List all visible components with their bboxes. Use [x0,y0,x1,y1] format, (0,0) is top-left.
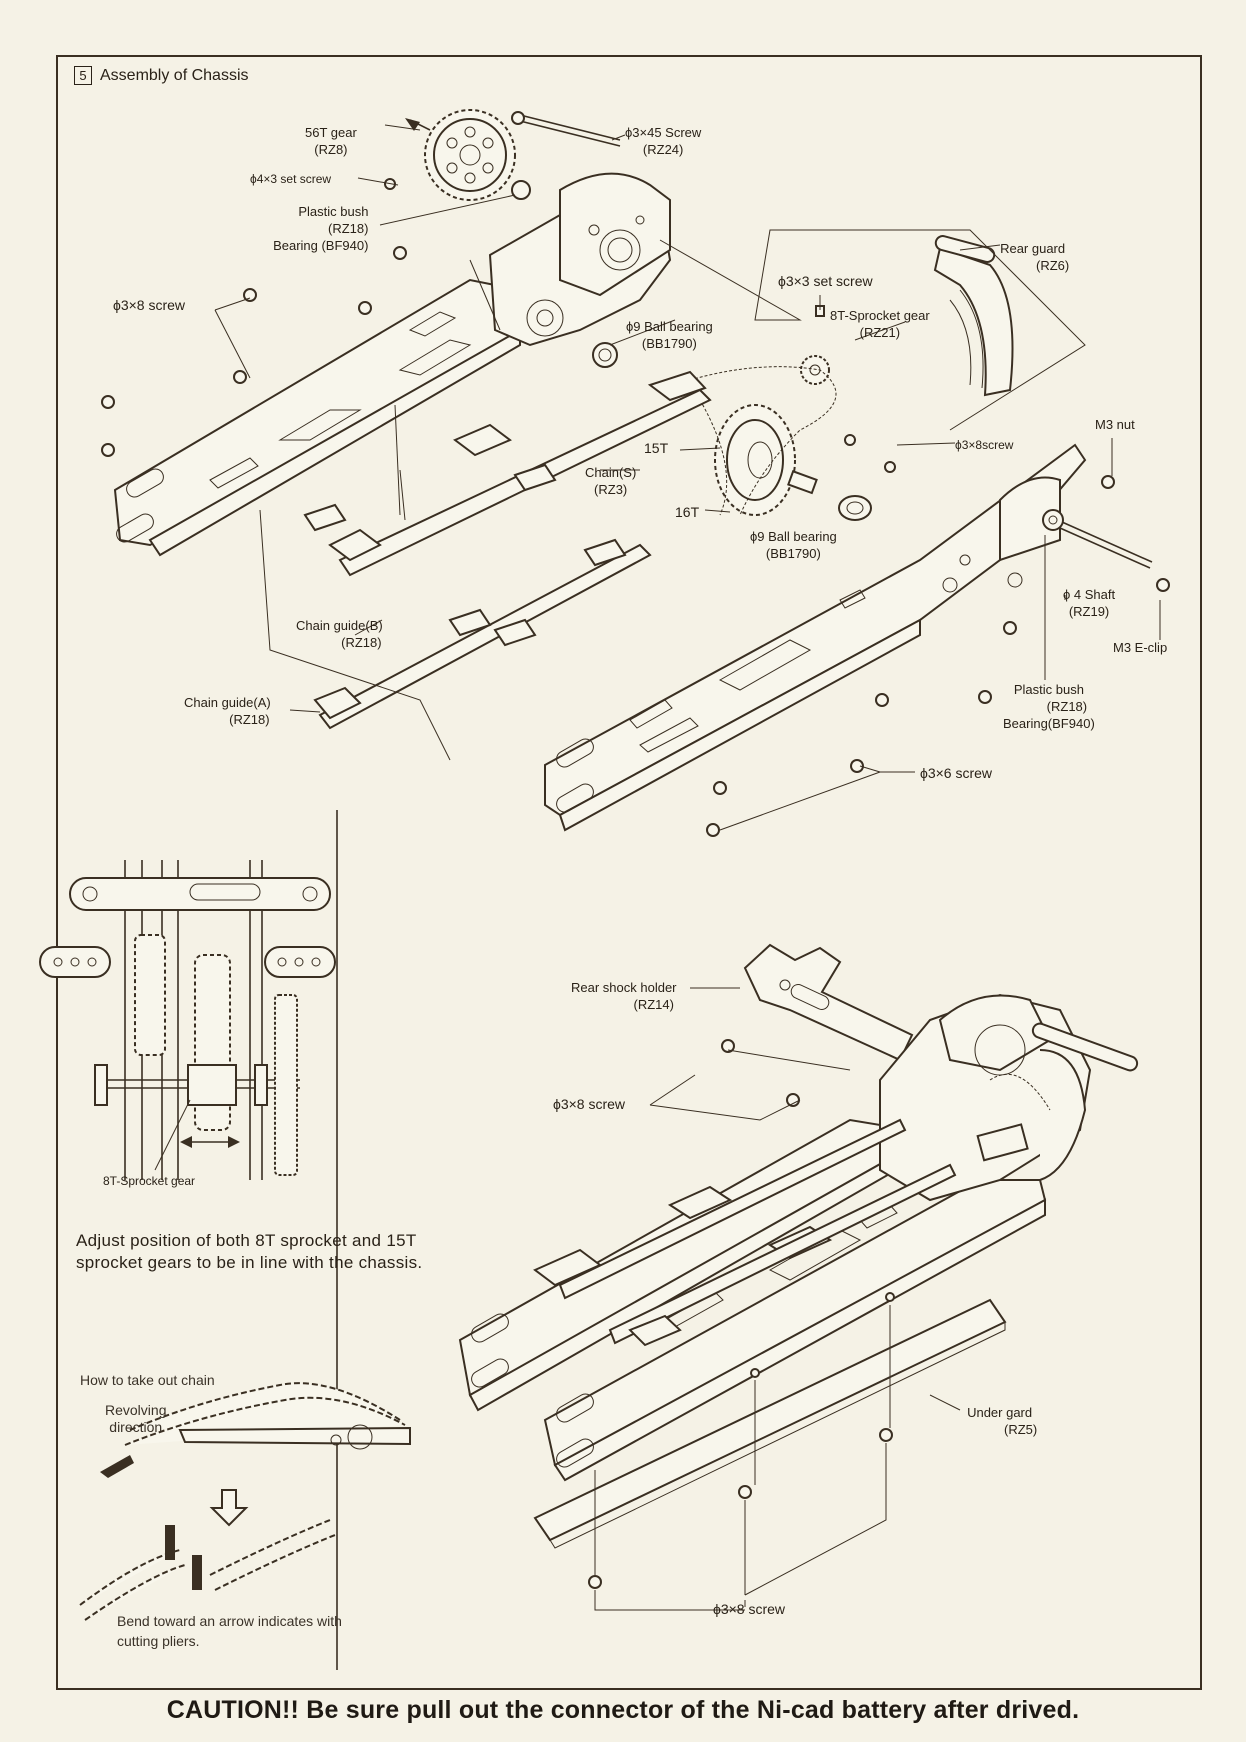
shaft-4 [1059,521,1153,569]
leader-lines-lower [594,987,961,1611]
section-title: 5 Assembly of Chassis [74,66,249,85]
label-screw-3x8-shock: ϕ3×8 screw [553,1096,626,1112]
chain-removal-title: How to take out chain [80,1372,215,1388]
label-screw-3x8-left: ϕ3×8 screw [113,297,186,313]
alignment-note: Adjust position of both 8T sprocket and … [76,1231,423,1272]
label-set-screw-4x3: ϕ4×3 set screw [250,172,332,186]
label-m3-nut: M3 nut [1095,417,1135,432]
chain-removal-view [79,1382,411,1621]
label-screw-3x8-bottom: ϕ3×8 screw [713,1601,786,1617]
label-ball-bearing-mid: ϕ9 Ball bearing(BB1790) [750,529,837,561]
bearing-bf940-top [393,246,407,260]
label-15t: 15T [644,440,669,456]
gearbox-housing [488,172,672,347]
caution-banner: CAUTION!! Be sure pull out the connector… [166,1696,1080,1724]
gear-56t [405,109,516,201]
label-screw-3x8-right: ϕ3×8screw [955,438,1014,452]
label-shaft-4: ϕ 4 Shaft(RZ19) [1063,587,1116,619]
chain-s [689,366,837,516]
label-rear-shock-holder: Rear shock holder(RZ14) [571,980,677,1012]
plastic-bush-top [511,180,531,200]
label-16t: 16T [675,504,700,520]
cross-brackets [303,423,627,647]
sprocket-detail-view [39,860,336,1180]
sprocket-15t-16t [714,404,872,521]
m3-nut [1101,475,1115,489]
right-side-plate [544,443,1087,832]
m3-e-clip [1156,578,1170,592]
assembled-gearbox [879,993,1139,1202]
label-ball-bearing-top: ϕ9 Ball bearing(BB1790) [626,319,713,351]
label-chain-guide-b: Chain guide(B)(RZ18) [296,618,383,650]
screws-upper [101,288,1017,837]
label-chain-s: Chain(S)(RZ3) [585,465,637,497]
label-plastic-bush-top: Plastic bush (RZ18) Bearing (BF940) [273,204,369,253]
label-56t-gear: 56T gear(RZ8) [305,125,357,157]
label-8t-sprocket: 8T-Sprocket gear(RZ21) [830,308,930,340]
chain-guide-a [313,543,652,730]
sprocket-8t [800,305,830,385]
label-screw-3x45: ϕ3×45 Screw(RZ24) [625,125,702,157]
label-m3-e-clip: M3 E-clip [1113,640,1168,655]
assembled-crossbars [533,1118,957,1347]
screw-3x45 [511,111,621,147]
label-sprocket-detail: 8T-Sprocket gear [103,1174,196,1188]
left-side-plate [113,278,521,557]
label-under-guard: Under gard(RZ5) [967,1405,1038,1437]
section-title-text: Assembly of Chassis [100,66,249,84]
section-number: 5 [74,66,92,85]
under-guard [533,1298,1007,1549]
page-frame [56,55,1202,1690]
label-screw-3x6: ϕ3×6 screw [920,765,993,781]
ball-bearing-top [592,342,618,368]
label-plastic-bush-right: Plastic bush(RZ18)Bearing(BF940) [1003,682,1095,731]
label-chain-guide-a: Chain guide(A)(RZ18) [184,695,271,727]
rear-shock-holder [743,943,914,1062]
leader-lines-upper [214,124,1161,831]
label-set-screw-3x3: ϕ3×3 set screw [778,273,873,289]
label-rear-guard: Rear guard(RZ6) [1000,241,1070,273]
plastic-bush-right [1042,509,1064,531]
